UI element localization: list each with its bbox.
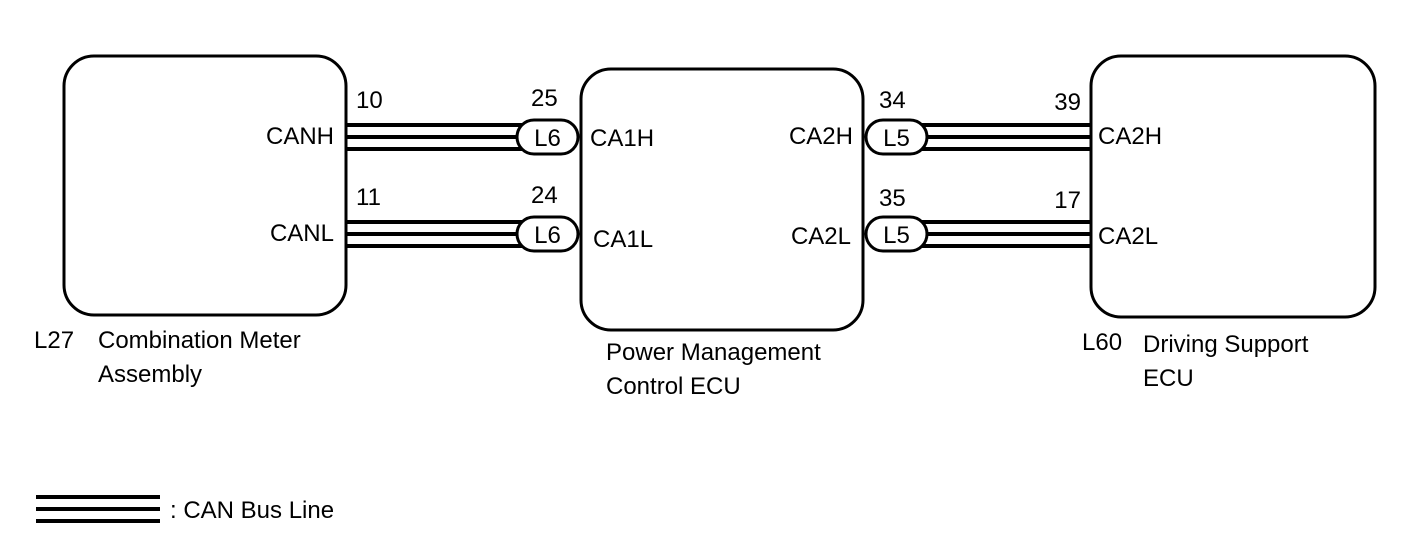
connector-l5-bottom: L5: [864, 215, 929, 253]
legend-label: : CAN Bus Line: [170, 497, 334, 524]
connector-l5-top: L5: [864, 118, 929, 156]
connector-label: L5: [883, 125, 910, 152]
terminal-pm-ca2h: CA2H: [789, 123, 853, 150]
terminal-canl: CANL: [270, 220, 334, 247]
component-name-line: Assembly: [98, 361, 202, 388]
pin-number: 35: [879, 185, 906, 212]
connector-label: L5: [883, 222, 910, 249]
can-bus-line-ds-high: [910, 123, 1091, 151]
pin-number: 10: [356, 87, 383, 114]
pin-number: 24: [531, 182, 558, 209]
component-name-line: Control ECU: [606, 373, 741, 400]
connector-l6-top: L6: [515, 118, 580, 156]
terminal-pm-ca2l: CA2L: [791, 223, 851, 250]
pin-number: 25: [531, 85, 558, 112]
component-code: L60: [1082, 329, 1122, 356]
combination-meter-box: [62, 54, 348, 317]
connector-label: L6: [534, 222, 561, 249]
component-code: L27: [34, 327, 74, 354]
pin-number: 11: [356, 184, 381, 211]
can-bus-line-meter-high: [346, 123, 535, 151]
component-name-line: Power Management: [606, 339, 821, 366]
terminal-ds-ca2l: CA2L: [1098, 223, 1158, 250]
can-bus-line-ds-low: [910, 220, 1091, 248]
pin-number: 34: [879, 87, 906, 114]
driving-support-ecu-box: [1089, 54, 1377, 319]
legend-bus-line-symbol: [36, 495, 160, 523]
pin-number: 17: [1054, 187, 1081, 214]
terminal-ca1l: CA1L: [593, 226, 653, 253]
component-name-line: ECU: [1143, 365, 1194, 392]
terminal-ca1h: CA1H: [590, 125, 654, 152]
connector-label: L6: [534, 125, 561, 152]
terminal-ds-ca2h: CA2H: [1098, 123, 1162, 150]
can-bus-line-meter-low: [346, 220, 535, 248]
pin-number: 39: [1054, 89, 1081, 116]
connector-l6-bottom: L6: [515, 215, 580, 253]
power-management-ecu-box: [579, 67, 865, 332]
terminal-canh: CANH: [266, 123, 334, 150]
component-name-line: Combination Meter: [98, 327, 301, 354]
component-name-line: Driving Support: [1143, 331, 1309, 358]
